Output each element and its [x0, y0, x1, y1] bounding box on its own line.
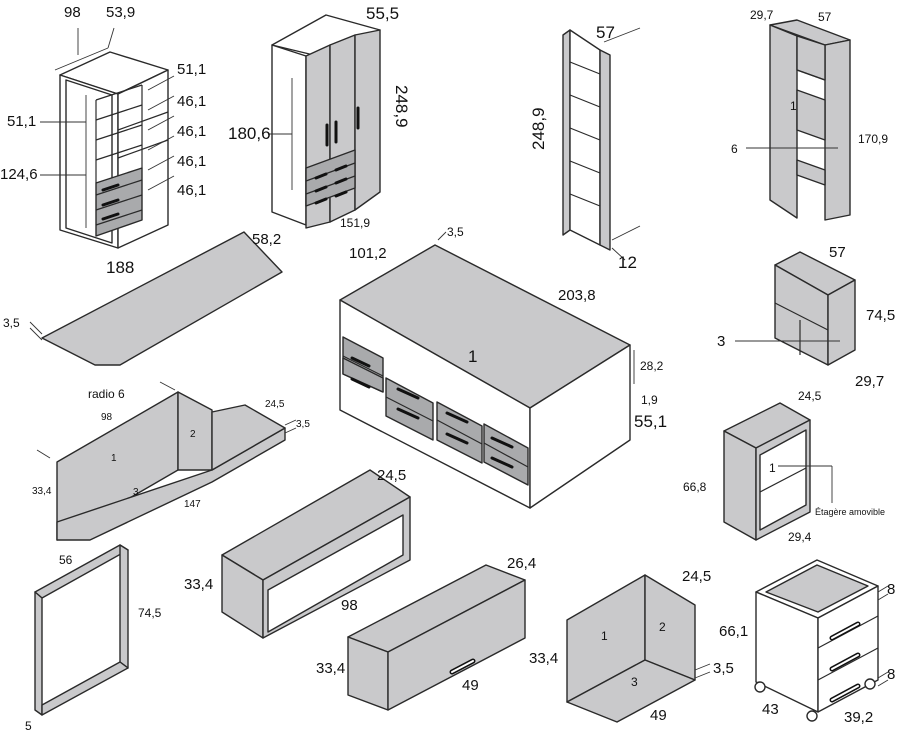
dim-56: 56: [59, 553, 73, 567]
label-3-corner: 3: [631, 675, 638, 689]
label-3-shelf: 3: [133, 487, 139, 498]
dim-1-9: 1,9: [641, 393, 658, 407]
tall-shelf: 29,7 57 170,9 1 6: [731, 8, 888, 221]
dim-33-4-shelf: 33,4: [32, 486, 52, 497]
dim-248-9-panel: 248,9: [529, 107, 548, 150]
dim-radio-6: radio 6: [88, 387, 125, 401]
dim-58-2: 58,2: [252, 231, 281, 248]
dim-29-7-small: 29,7: [855, 373, 884, 390]
dim-248-9: 248,9: [392, 85, 411, 128]
dim-147: 147: [184, 499, 201, 510]
dim-98: 98: [64, 4, 81, 21]
dim-3-5-bed: 3,5: [447, 225, 464, 239]
dim-98-shelf: 98: [101, 412, 113, 423]
daybed: 101,2 3,5 203,8 28,2 1,9 55,1 1: [339, 225, 667, 509]
dim-33-4-closed-l: 33,4: [316, 660, 345, 677]
corner-unit: 1 2 3 24,5 3,5 49: [566, 568, 734, 724]
dim-57-small: 57: [829, 244, 846, 261]
dim-53-9: 53,9: [106, 4, 135, 21]
corner-wall-shelf: 98 24,5 3,5 33,4 147 1 2 3: [32, 381, 310, 541]
dim-55-1: 55,1: [634, 412, 667, 431]
dim-57: 57: [596, 23, 615, 42]
dim-shelf-1: 51,1: [177, 61, 206, 78]
dim-shelf-3: 46,1: [177, 123, 206, 140]
label-1-shelf: 1: [111, 453, 117, 464]
dim-66-1: 66,1: [719, 623, 748, 640]
dim-203-8: 203,8: [558, 287, 596, 304]
dim-170-9: 170,9: [858, 132, 888, 146]
label-1: 1: [790, 99, 797, 113]
dim-49-corner: 49: [650, 707, 667, 724]
dim-39-2: 39,2: [844, 709, 873, 726]
dim-49-closed: 49: [462, 677, 479, 694]
dim-74-5: 74,5: [866, 307, 895, 324]
dim-29-4: 29,4: [788, 530, 812, 544]
dim-98-box: 98: [341, 597, 358, 614]
drawer-unit: 66,1 8 8 43 39,2: [719, 559, 895, 726]
dim-33-4-closed-r: 33,4: [529, 650, 558, 667]
dim-57-shelf: 57: [818, 10, 832, 24]
dim-shelf-5: 46,1: [177, 182, 206, 199]
open-box: 24,5 33,4 98: [184, 467, 411, 639]
dim-8-top: 8: [887, 581, 895, 598]
dim-180-6: 180,6: [228, 124, 271, 143]
dim-33-4-box: 33,4: [184, 576, 213, 593]
label-6: 6: [731, 142, 738, 156]
label-1-bookcase: 1: [769, 461, 776, 475]
dim-shelf-4: 46,1: [177, 153, 206, 170]
dim-side-lower: 124,6: [0, 166, 38, 183]
dim-29-7: 29,7: [750, 8, 774, 22]
dim-151-9: 151,9: [340, 216, 370, 230]
label-2-shelf: 2: [190, 429, 196, 440]
dim-28-2: 28,2: [640, 359, 664, 373]
wardrobe-three-door: 55,5 151,9 180,6 248,9: [228, 4, 411, 230]
dim-188: 188: [106, 258, 134, 277]
label-2-corner: 2: [659, 620, 666, 634]
side-panel-ladder: 57 248,9 12: [529, 23, 641, 272]
desk-frame: 56 74,5 5: [25, 544, 162, 732]
dim-55-5: 55,5: [366, 4, 399, 23]
dim-24-5-box: 24,5: [377, 467, 406, 484]
daybed-label-1: 1: [468, 347, 477, 366]
small-bookcase: 1 Étagère amovible 66,8 29,4 24,5: [683, 389, 885, 544]
dim-26-4: 26,4: [507, 555, 536, 572]
closed-box: 26,4 33,4 33,4 49: [316, 555, 558, 711]
dim-3-5-desk: 3,5: [3, 316, 20, 330]
dim-12: 12: [618, 253, 637, 272]
dim-5: 5: [25, 719, 32, 732]
dim-shelf-2: 46,1: [177, 93, 206, 110]
dim-24-5-corner: 24,5: [682, 568, 711, 585]
dim-74-5-frame: 74,5: [138, 606, 162, 620]
label-3-small: 3: [717, 333, 725, 350]
dim-24-5-shelf: 24,5: [265, 399, 285, 410]
dim-3-5-shelf: 3,5: [296, 419, 310, 430]
desk-top: 188 58,2 3,5 radio 6: [3, 231, 283, 401]
label-1-corner: 1: [601, 629, 608, 643]
dim-43: 43: [762, 701, 779, 718]
dim-3-5-corner: 3,5: [713, 660, 734, 677]
dim-side-upper: 51,1: [7, 113, 36, 130]
dim-8-side: 8: [887, 666, 895, 683]
wardrobe-two-door: 98 53,9 51,1 46,1 46,1 46,1 46,1 51,1 12…: [0, 4, 206, 249]
label-removable-shelf: Étagère amovible: [815, 507, 885, 517]
dim-24-5-bookcase: 24,5: [798, 389, 822, 403]
dim-66-8: 66,8: [683, 480, 707, 494]
small-shelf: 57 74,5 29,7 3: [717, 244, 895, 390]
dim-101-2: 101,2: [349, 245, 387, 262]
